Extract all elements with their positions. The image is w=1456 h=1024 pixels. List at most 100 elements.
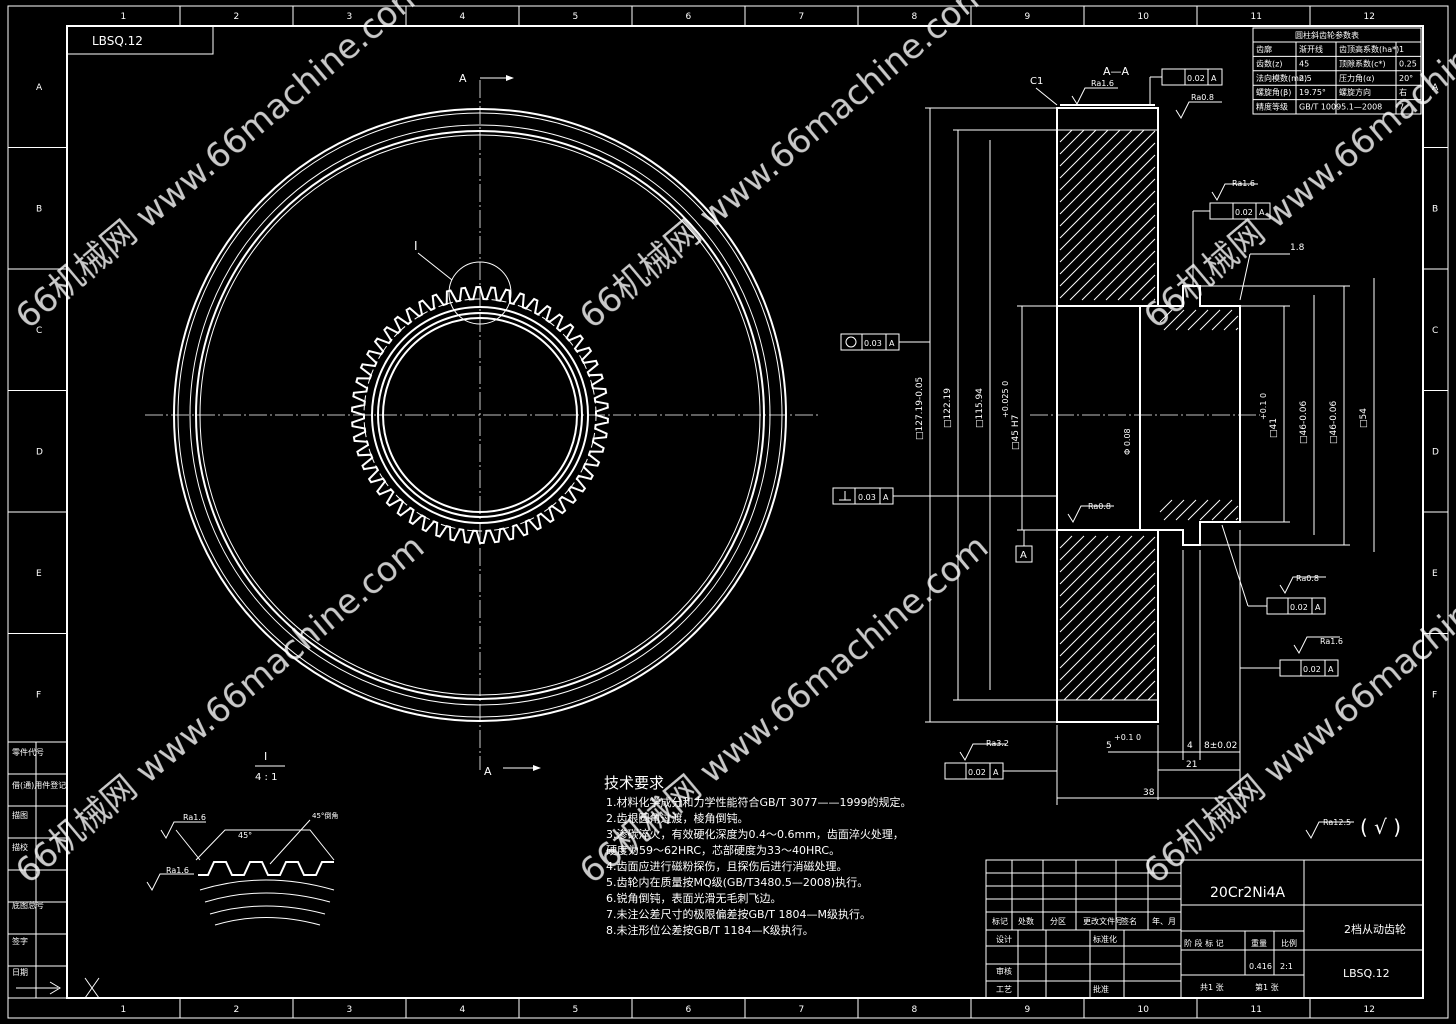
border-col-top: 12 <box>1364 12 1375 22</box>
border-row-right: F <box>1432 690 1437 700</box>
border-col-bottom: 10 <box>1138 1005 1150 1015</box>
tech-item: 硬度为59～62HRC，芯部硬度为33～40HRC。 <box>606 843 840 857</box>
gear-front-view: Ⅰ A A <box>145 72 820 778</box>
section-mark-top: A <box>459 72 467 85</box>
border-col-bottom: 9 <box>1025 1005 1031 1015</box>
detail-label: Ⅰ <box>264 750 267 763</box>
svg-text:A: A <box>1211 74 1217 83</box>
border-col-bottom: 12 <box>1364 1005 1375 1015</box>
detail-view: Ⅰ 4 : 1 Ra1.6 Ra1.6 45° 45°倒角 <box>146 750 338 926</box>
dim-d5-tol: +0.1 0 <box>1259 393 1268 420</box>
gdt-5: 0.02 A <box>944 762 1057 780</box>
svg-text:Ra0.8: Ra0.8 <box>1296 574 1319 583</box>
ra-5: Ra0.8 <box>1279 574 1326 595</box>
border-col-bottom: 4 <box>460 1005 466 1015</box>
border-col-top: 2 <box>234 12 240 22</box>
tb-row-label: 标记 <box>992 916 1008 926</box>
gear-section-view: A—A C1 □127.19-0.05 <box>915 65 1375 805</box>
border-col-bottom: 6 <box>686 1005 692 1015</box>
left-strip-label: 描图 <box>12 810 28 820</box>
tech-item: 5.齿轮内在质量按MQ级(GB/T3480.5—2008)执行。 <box>606 875 868 889</box>
tech-requirements: 技术要求 1.材料化学成分和力学性能符合GB/T 3077——1999的规定。2… <box>604 774 911 937</box>
border-row-right: C <box>1432 326 1438 336</box>
watermarks: 66机械网 www.66machine.com 66机械网 www.66mach… <box>8 0 1456 892</box>
param-cell: 19.75° <box>1299 88 1326 97</box>
gdt-perpendicularity: 0.03 A <box>832 487 1057 505</box>
detail-chamfer-note: 45°倒角 <box>312 811 338 820</box>
border-row-left: E <box>36 569 42 579</box>
detail-callout: Ⅰ <box>414 239 418 253</box>
border-col-bottom: 7 <box>799 1005 805 1015</box>
dim-d2: □122.19 <box>943 388 953 428</box>
tech-item: 2.齿根圆角过渡，棱角倒钝。 <box>606 811 749 825</box>
dim-len2: 4 <box>1187 741 1193 751</box>
param-cell: 右 <box>1399 87 1407 97</box>
border-row-left: D <box>36 447 43 457</box>
tb-scale-label: 比例 <box>1281 938 1297 948</box>
border-col-top: 8 <box>912 12 918 22</box>
border-col-bottom: 11 <box>1251 1005 1262 1015</box>
dim-d1: □127.19-0.05 <box>915 377 925 440</box>
gdt-3: 0.02 A <box>1221 524 1326 615</box>
tb-standard: 标准化 <box>1093 934 1117 944</box>
svg-text:0.02: 0.02 <box>1303 665 1321 674</box>
border-row-left: B <box>36 204 42 214</box>
param-cell: 齿廓 <box>1256 44 1272 54</box>
svg-text:A: A <box>1315 603 1321 612</box>
ra-3: Ra1.6 <box>1211 179 1258 202</box>
svg-text:Ra3.2: Ra3.2 <box>986 739 1009 748</box>
tb-material: 20Cr2Ni4A <box>1210 885 1286 901</box>
dim-d8: □54 <box>1359 408 1369 428</box>
tb-sheet: 第1 张 <box>1255 982 1279 992</box>
datum-a: A <box>1020 550 1027 561</box>
left-strip-label: 零件代号 <box>12 747 44 757</box>
detail-ra-top: Ra1.6 <box>183 813 206 822</box>
ra-6: Ra1.6 <box>1293 636 1343 655</box>
dim-len1-tol: +0.1 0 <box>1114 733 1141 742</box>
tech-item: 8.未注形位公差按GB/T 1184—K级执行。 <box>606 923 814 937</box>
section-mark-bottom: A <box>484 765 492 778</box>
dim-len1: 5 <box>1106 741 1112 751</box>
tb-row-label: 分区 <box>1050 917 1066 926</box>
param-cell: 7 <box>1399 103 1404 112</box>
svg-text:0.03: 0.03 <box>864 339 882 348</box>
border-col-top: 6 <box>686 12 692 22</box>
tb-stage: 阶 段 标 记 <box>1184 938 1224 948</box>
ra-4: Ra0.8 <box>1067 502 1114 524</box>
svg-text:A: A <box>889 339 895 348</box>
general-roughness: Ra12.5 ( √ ) <box>1305 815 1401 840</box>
tb-review: 审核 <box>996 966 1012 976</box>
tech-item: 3.渗碳淬火，有效硬化深度为0.4～0.6mm，齿面淬火处理， <box>606 827 904 841</box>
chamfer-label: C1 <box>1030 76 1043 87</box>
dim-d6: □46-0.06 <box>1299 400 1309 444</box>
dim-d4: □45 H7 <box>1011 415 1021 450</box>
param-cell: GB/T 10095.1—2008 <box>1299 103 1382 112</box>
border-row-right: E <box>1432 569 1438 579</box>
watermark-4: 66机械网 www.66machine.com <box>8 527 432 892</box>
border-col-top: 9 <box>1025 12 1031 22</box>
dim-small: 1.8 <box>1290 243 1305 253</box>
left-strip-label: 借(通)用件登记 <box>12 780 66 790</box>
border-col-bottom: 2 <box>234 1005 240 1015</box>
border-col-top: 5 <box>573 12 579 22</box>
detail-scale: 4 : 1 <box>255 772 277 783</box>
svg-text:Ra1.6: Ra1.6 <box>1232 179 1255 188</box>
gdt-2: 0.02 A <box>1192 202 1271 286</box>
svg-text:Ra1.6: Ra1.6 <box>1320 637 1343 646</box>
param-table-title: 圆柱斜齿轮参数表 <box>1295 30 1359 40</box>
left-strip-label: 底图总号 <box>12 900 44 910</box>
svg-text:Ra0.8: Ra0.8 <box>1191 93 1214 102</box>
tb-weight: 0.416 <box>1249 962 1272 971</box>
gdt-circularity: 0.03 A <box>840 333 930 351</box>
param-cell: 法向模数(mn) <box>1256 73 1307 83</box>
tb-approve: 批准 <box>1093 984 1109 994</box>
svg-text:A: A <box>1259 208 1265 217</box>
tb-weight-label: 重量 <box>1251 938 1267 948</box>
svg-text:0.02: 0.02 <box>1290 603 1308 612</box>
detail-ra-left: Ra1.6 <box>166 866 189 875</box>
svg-text:A: A <box>1328 665 1334 674</box>
param-cell: 0.25 <box>1399 59 1417 68</box>
tb-craft: 工艺 <box>996 985 1012 994</box>
ra-7: Ra3.2 <box>959 739 1009 762</box>
